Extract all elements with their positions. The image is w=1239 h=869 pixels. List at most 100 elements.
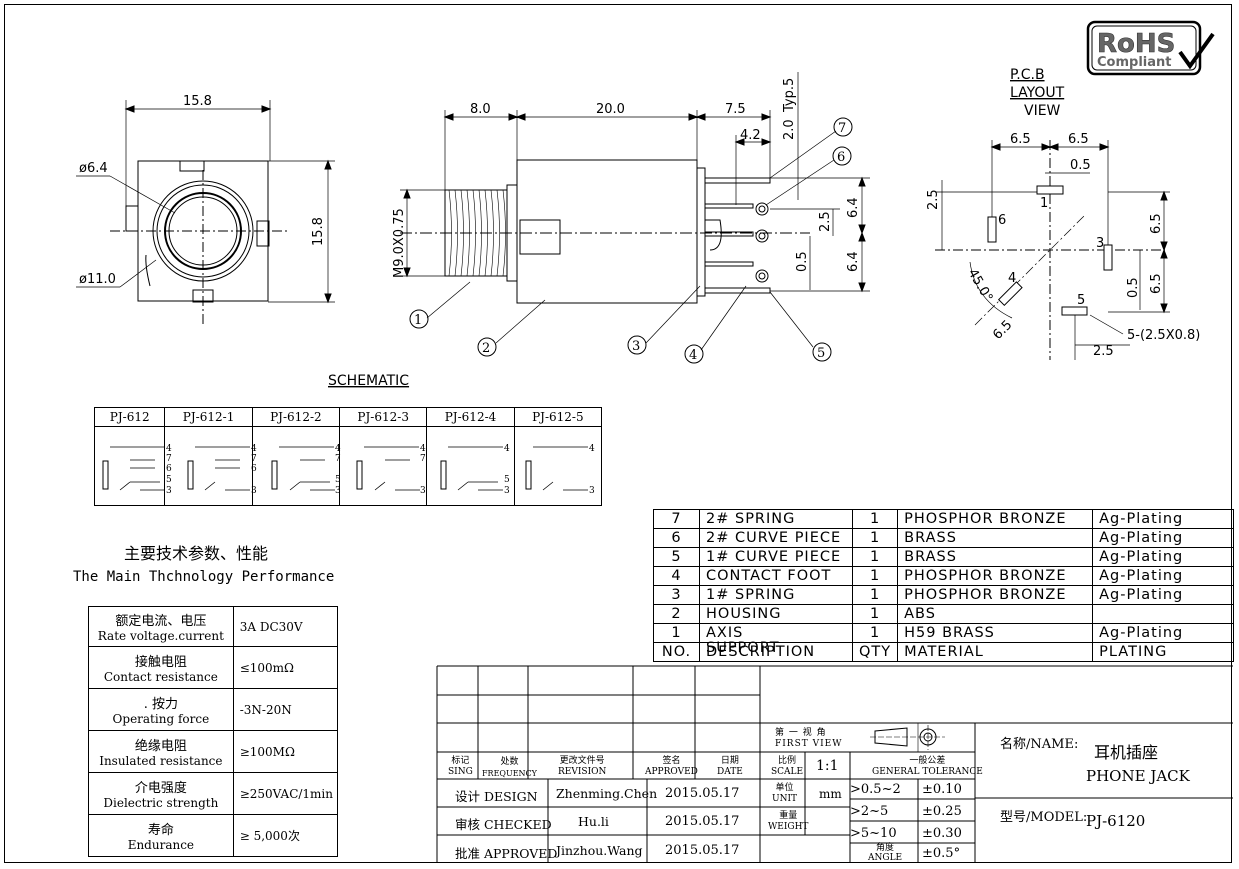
tb-model-label: 型号/MODEL: xyxy=(1000,810,1088,825)
first-angle-projection-icon xyxy=(870,725,945,750)
tb-scale-value: 1:1 xyxy=(816,758,839,774)
perf-value: ≤100mΩ xyxy=(232,646,339,689)
tb-design-name: Zhenming.Chen xyxy=(556,786,658,801)
dim-2-0: 2.0 xyxy=(782,119,797,140)
tb-approved-date: 2015.05.17 xyxy=(665,843,740,858)
perf-label-cn: 额定电流、电压 xyxy=(115,614,207,629)
dim-7-5: 7.5 xyxy=(725,102,746,117)
schematic-table: PJ-612 PJ-612-1 PJ-612-2 PJ-612-3 PJ-612… xyxy=(93,407,603,506)
dim-2-5: 2.5 xyxy=(818,211,833,232)
bom-header-desc: DESCRIPTION xyxy=(706,644,816,660)
pcb-dim-0-5: 0.5 xyxy=(1070,158,1091,173)
pcb-hole-note: 5-(2.5X0.8) xyxy=(1127,328,1200,343)
tb-design-date: 2015.05.17 xyxy=(665,786,740,801)
perf-label-en: Operating force xyxy=(112,712,210,726)
pcb-title-2: LAYOUT xyxy=(1010,85,1065,101)
balloon-4: 4 xyxy=(689,348,697,363)
pcb-layout: P.C.B LAYOUT VIEW 6.5 6.5 0.5 2.5 6.5 6.… xyxy=(926,67,1200,360)
front-width-dim: 15.8 xyxy=(183,94,212,109)
tol-range: >0.5~2 xyxy=(850,782,901,797)
perf-value: -3N-20N xyxy=(232,688,339,731)
dim-4-2: 4.2 xyxy=(740,128,761,143)
pcb-dim-6-5-right: 6.5 xyxy=(1068,132,1089,147)
pcb-pin-1: 1 xyxy=(1040,196,1048,211)
tol-value: ±0.10 xyxy=(922,782,962,797)
perf-label-en: Endurance xyxy=(127,838,195,852)
perf-label-cn: . 按力 xyxy=(143,697,178,712)
pcb-title-3: VIEW xyxy=(1024,103,1061,119)
side-view: 8.0 20.0 7.5 4.2 2.0 Typ.5 M9.0X0.75 6.4… xyxy=(392,72,870,364)
performance-title-cn: 主要技术参数、性能 xyxy=(124,544,269,563)
pcb-pin-5: 5 xyxy=(1077,293,1085,308)
tb-checked-name: Hu.li xyxy=(578,814,609,829)
tol-range: >5~10 xyxy=(850,826,897,841)
pcb-dim-2-5-bottom: 2.5 xyxy=(1093,344,1114,359)
tol-value: ±0.30 xyxy=(922,826,962,841)
balloon-1: 1 xyxy=(414,313,422,328)
tol-value: ±0.25 xyxy=(922,804,962,819)
tol-range: >2~5 xyxy=(850,804,889,819)
perf-label-en: Rate voltage.current xyxy=(97,629,224,643)
dim-8: 8.0 xyxy=(470,102,491,117)
rohs-logo: RoHS Compliant xyxy=(1086,20,1215,76)
pcb-pin-4: 4 xyxy=(1008,271,1016,286)
schematic-title: SCHEMATIC xyxy=(328,373,409,389)
perf-label-cn: 绝缘电阻 xyxy=(134,739,187,754)
inner-dia-dim: ø6.4 xyxy=(79,161,108,176)
perf-label-cn: 介电强度 xyxy=(134,781,187,796)
tb-name-en: PHONE JACK xyxy=(1086,767,1190,785)
tb-name-cn: 耳机插座 xyxy=(1094,743,1159,762)
tb-checked-date: 2015.05.17 xyxy=(665,814,740,829)
perf-label-en: Insulated resistance xyxy=(99,754,223,768)
thread-dim: M9.0X0.75 xyxy=(392,208,407,278)
balloon-2: 2 xyxy=(482,341,490,356)
pcb-dim-0-5-right: 0.5 xyxy=(1126,277,1141,298)
tb-checked-label: 审核 CHECKED xyxy=(455,817,552,832)
balloon-5: 5 xyxy=(817,346,825,361)
front-view: 15.8 15.8 ø6.4 ø11.0 xyxy=(76,94,335,325)
front-height-dim: 15.8 xyxy=(311,217,326,246)
pcb-dim-6-5-top: 6.5 xyxy=(1149,213,1164,234)
tb-approved-name: Jinzhou.Wang xyxy=(556,843,643,858)
dim-20: 20.0 xyxy=(596,102,625,117)
balloon-6: 6 xyxy=(837,150,845,165)
tb-approved-label: 批准 APPROVED xyxy=(455,846,558,861)
perf-label-cn: 寿命 xyxy=(147,823,174,838)
balloon-7: 7 xyxy=(838,121,846,136)
tb-design-label: 设计 DESIGN xyxy=(455,789,538,804)
perf-label-en: Dielectric strength xyxy=(103,796,219,810)
perf-value: ≥100MΩ xyxy=(232,730,339,773)
performance-title-en: The Main Thchnology Performance xyxy=(73,569,335,585)
bom-header-desc-overlay: SUPPORT xyxy=(706,640,780,656)
tb-model-value: PJ-6120 xyxy=(1086,812,1146,830)
rohs-compliant-text: Compliant xyxy=(1097,55,1171,70)
pcb-dim-6-5-left: 6.5 xyxy=(1010,132,1031,147)
balloon-3: 3 xyxy=(632,339,640,354)
tb-name-label: 名称/NAME: xyxy=(1000,737,1079,752)
tb-unit-value: mm xyxy=(819,787,842,801)
pcb-dim-6-5-bottom: 6.5 xyxy=(1149,273,1164,294)
dim-6-4-bottom: 6.4 xyxy=(846,251,861,272)
dim-typ5: Typ.5 xyxy=(782,78,797,113)
perf-value: ≥250VAC/1min xyxy=(232,772,339,815)
